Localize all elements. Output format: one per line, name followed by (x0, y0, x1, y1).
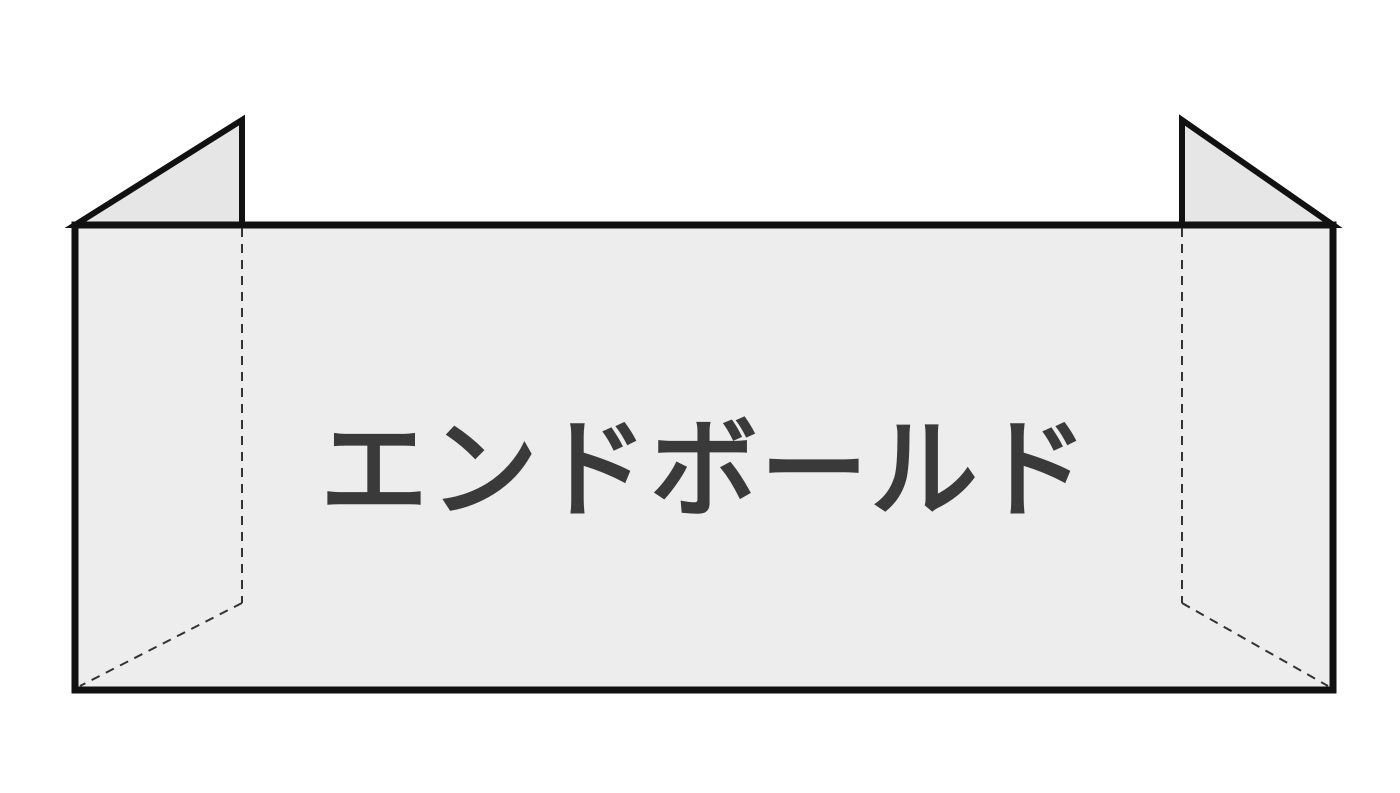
diagram-label: エンドボールド (319, 407, 1090, 533)
right-hidden-edge-diagonal (1181, 602, 1329, 687)
left-flap (64, 114, 245, 228)
front-panel (71, 221, 1337, 694)
left-hidden-edge-diagonal (79, 602, 243, 687)
right-flap (1179, 114, 1343, 228)
